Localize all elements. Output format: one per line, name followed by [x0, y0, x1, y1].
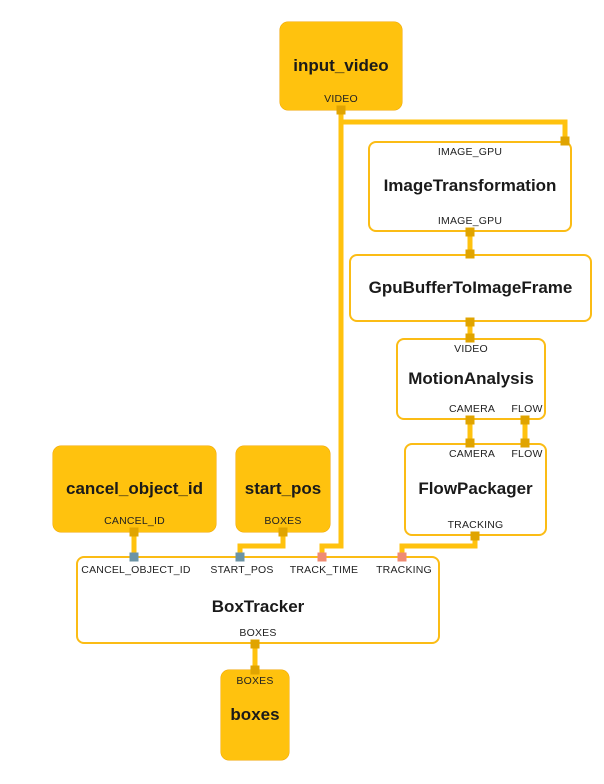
node-title-start-pos: start_pos [244, 478, 322, 498]
port-label-camera-out: CAMERA [448, 403, 496, 415]
port-dot-box-tracker-cancel-object-id[interactable] [129, 552, 139, 562]
port-label-track-time-in: TRACK_TIME [289, 564, 359, 576]
node-flow-packager[interactable]: CAMERA FLOW FlowPackager TRACKING [404, 443, 547, 536]
port-label-video: VIDEO [324, 93, 358, 105]
port-dot-gpu-buffer-in[interactable] [465, 249, 475, 259]
port-row-input: BOXES [223, 675, 287, 687]
port-row-input: VIDEO [398, 343, 544, 355]
port-row-input: IMAGE_GPU [370, 146, 570, 158]
node-title-gpu-buffer-to-image-frame: GpuBufferToImageFrame [368, 277, 573, 297]
port-label-video-in: VIDEO [454, 343, 488, 355]
port-dot-image-transformation-in[interactable] [560, 136, 570, 146]
port-label-image-gpu-in: IMAGE_GPU [437, 146, 503, 158]
port-dot-box-tracker-boxes[interactable] [250, 639, 260, 649]
node-title-box-tracker: BoxTracker [211, 596, 305, 616]
node-title-boxes: boxes [230, 704, 280, 724]
port-dot-box-tracker-track-time[interactable] [317, 552, 327, 562]
port-dot-motion-analysis-camera[interactable] [465, 415, 475, 425]
edge-input-video-to-image-transformation [338, 110, 568, 141]
node-image-transformation[interactable]: IMAGE_GPU ImageTransformation IMAGE_GPU [368, 141, 572, 232]
port-label-flow-in: FLOW [511, 448, 543, 460]
port-row-output: BOXES [238, 515, 328, 527]
port-label-start-pos-in: START_POS [210, 564, 274, 576]
port-dot-image-transformation-out[interactable] [465, 227, 475, 237]
port-row-output: IMAGE_GPU [370, 215, 570, 227]
port-label-boxes-out: BOXES [239, 627, 277, 639]
port-row-output: CANCEL_ID [55, 515, 214, 527]
port-row-output: TRACKING [406, 519, 545, 531]
port-dot-motion-analysis-video[interactable] [465, 333, 475, 343]
node-title-flow-packager: FlowPackager [418, 479, 533, 499]
node-boxes[interactable]: BOXES boxes [221, 670, 289, 760]
node-box-tracker[interactable]: CANCEL_OBJECT_ID START_POS TRACK_TIME TR… [76, 556, 440, 644]
port-label-cancel-id: CANCEL_ID [104, 515, 165, 527]
edge-start-pos-to-box-tracker [237, 532, 286, 557]
node-title-cancel-object-id: cancel_object_id [65, 478, 203, 498]
port-label-flow-out: FLOW [511, 403, 543, 415]
port-label-tracking-in: TRACKING [376, 564, 432, 576]
node-motion-analysis[interactable]: VIDEO MotionAnalysis CAMERA FLOW [396, 338, 546, 420]
port-dot-start-pos-out[interactable] [278, 527, 288, 537]
port-label-image-gpu-out: IMAGE_GPU [437, 215, 503, 227]
port-label-boxes-in: BOXES [236, 675, 274, 687]
port-dot-flow-packager-tracking[interactable] [470, 531, 480, 541]
port-dot-gpu-buffer-out[interactable] [465, 317, 475, 327]
port-dot-flow-packager-camera[interactable] [465, 438, 475, 448]
port-dot-box-tracker-tracking[interactable] [397, 552, 407, 562]
node-cancel-object-id[interactable]: cancel_object_id CANCEL_ID [53, 446, 216, 532]
port-label-camera-in: CAMERA [448, 448, 496, 460]
port-label-tracking-out: TRACKING [447, 519, 504, 531]
port-dot-flow-packager-flow[interactable] [520, 438, 530, 448]
edge-input-video-to-box-tracker-track-time [319, 110, 344, 557]
port-label-boxes-out: BOXES [264, 515, 302, 527]
node-input-video[interactable]: input_video VIDEO [280, 22, 402, 110]
port-dot-boxes-in[interactable] [250, 665, 260, 675]
node-start-pos[interactable]: start_pos BOXES [236, 446, 330, 532]
port-dot-input-video-video[interactable] [336, 105, 346, 115]
edge-flow-packager-to-box-tracker-tracking [399, 536, 478, 557]
node-gpu-buffer-to-image-frame[interactable]: GpuBufferToImageFrame [349, 254, 592, 322]
port-row-output: VIDEO [282, 93, 400, 105]
port-dot-cancel-object-id-out[interactable] [129, 527, 139, 537]
node-title-motion-analysis: MotionAnalysis [408, 368, 534, 388]
port-dot-motion-analysis-flow[interactable] [520, 415, 530, 425]
port-dot-box-tracker-start-pos[interactable] [235, 552, 245, 562]
port-label-cancel-object-id-in: CANCEL_OBJECT_ID [81, 564, 191, 576]
node-title-input-video: input_video [293, 55, 389, 75]
port-row-output: BOXES [78, 627, 438, 639]
node-title-image-transformation: ImageTransformation [383, 176, 557, 196]
